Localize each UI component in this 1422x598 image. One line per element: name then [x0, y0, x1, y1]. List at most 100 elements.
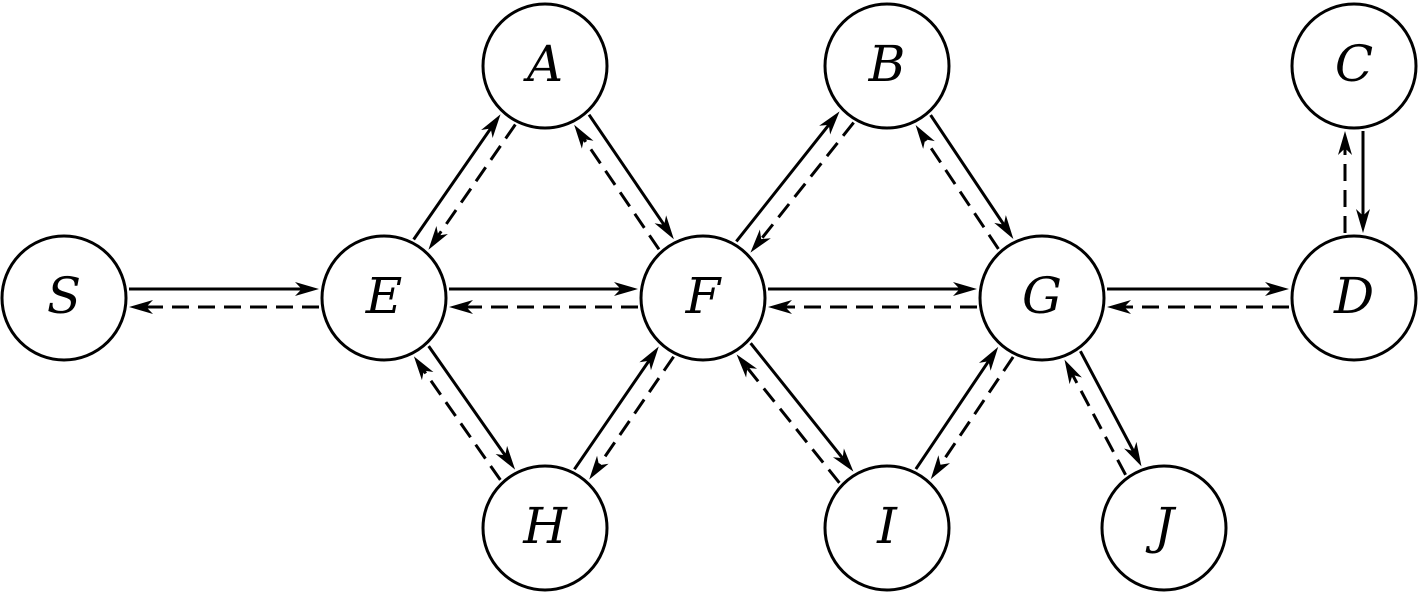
node-label-D: D	[1333, 267, 1374, 325]
arrowhead-D-G	[1107, 300, 1131, 314]
edge-E-H	[427, 345, 516, 470]
edge-line-G-J	[1079, 350, 1137, 455]
arrowhead-A-E	[428, 226, 448, 250]
node-S: S	[0, 234, 128, 362]
arrowhead-F-B	[819, 111, 840, 135]
node-label-H: H	[522, 497, 568, 555]
node-circle-J	[1100, 464, 1228, 592]
node-circle-G	[978, 234, 1106, 362]
arrowhead-G-I	[930, 455, 951, 480]
node-circle-C	[1290, 2, 1418, 130]
edge-line-G-I	[937, 356, 1015, 469]
node-label-B: B	[868, 35, 906, 93]
node-circle-E	[320, 234, 448, 362]
edge-G-B	[915, 125, 1000, 250]
edge-line-E-H	[427, 345, 509, 459]
edge-line-B-G	[929, 114, 1007, 228]
arrowhead-E-S	[129, 300, 153, 314]
edge-H-F	[573, 346, 659, 471]
node-label-E: E	[365, 267, 403, 325]
edge-B-G	[929, 114, 1014, 239]
edge-line-F-H	[596, 355, 675, 469]
edge-line-G-B	[922, 136, 1000, 250]
arrowhead-B-F	[750, 229, 771, 253]
node-D: D	[1290, 234, 1418, 362]
arrowhead-D-C	[1338, 131, 1352, 155]
arrowhead-C-D	[1356, 209, 1370, 233]
edge-J-G	[1064, 359, 1127, 476]
arrowhead-E-H	[495, 445, 516, 470]
edge-line-E-A	[412, 125, 494, 241]
edge-I-G	[914, 346, 999, 470]
edge-D-C	[1338, 131, 1352, 233]
node-C: C	[1290, 2, 1418, 130]
edge-D-G	[1107, 300, 1289, 314]
edge-line-J-G	[1069, 371, 1127, 476]
edge-line-I-F	[744, 364, 841, 484]
edge-G-D	[1107, 282, 1289, 296]
arrowhead-J-G	[1064, 359, 1082, 385]
arrowhead-G-J	[1124, 441, 1142, 467]
arrowhead-I-G	[978, 346, 999, 371]
edge-C-D	[1356, 131, 1370, 233]
edge-G-J	[1079, 350, 1142, 467]
arrowhead-G-D	[1265, 282, 1289, 296]
edge-F-B	[735, 111, 840, 243]
edge-line-F-I	[749, 342, 846, 462]
edge-line-H-F	[573, 357, 652, 471]
node-A: A	[481, 2, 609, 130]
edge-I-F	[736, 354, 841, 484]
edge-F-E	[449, 300, 638, 314]
edge-line-A-E	[435, 123, 517, 239]
arrowhead-S-E	[295, 282, 319, 296]
arrowhead-F-G	[953, 282, 977, 296]
node-label-F: F	[685, 267, 723, 325]
arrowhead-G-B	[915, 125, 935, 149]
node-circle-H	[481, 464, 609, 592]
edge-F-A	[574, 124, 661, 251]
arrowhead-I-F	[736, 354, 758, 378]
edge-E-A	[412, 114, 501, 241]
edge-E-S	[129, 300, 319, 314]
edge-E-F	[449, 282, 638, 296]
arrowhead-F-E	[449, 300, 473, 314]
edge-line-H-E	[420, 367, 502, 481]
edges-layer	[129, 111, 1370, 484]
node-E: E	[320, 234, 448, 362]
edge-S-E	[129, 282, 319, 296]
edge-line-F-A	[581, 135, 661, 251]
node-J: J	[1100, 464, 1228, 592]
node-F: F	[639, 234, 767, 362]
edge-B-F	[750, 121, 855, 253]
node-G: G	[978, 234, 1106, 362]
node-label-I: I	[876, 497, 898, 555]
edge-line-I-G	[914, 357, 992, 470]
edge-H-E	[413, 356, 502, 481]
arrowhead-H-F	[639, 346, 659, 371]
node-label-C: C	[1335, 35, 1373, 93]
node-circle-F	[639, 234, 767, 362]
node-circle-A	[481, 2, 609, 130]
arrowhead-B-G	[994, 215, 1014, 239]
edge-F-H	[589, 355, 675, 480]
edge-A-F	[587, 113, 674, 240]
edge-line-F-B	[735, 121, 832, 243]
edge-G-I	[930, 356, 1015, 480]
edge-G-F	[768, 300, 977, 314]
edge-F-G	[768, 282, 977, 296]
arrowhead-E-F	[614, 282, 638, 296]
arrowhead-G-F	[768, 300, 792, 314]
arrowhead-F-H	[589, 455, 609, 480]
arrowhead-F-I	[832, 448, 854, 472]
arrowhead-A-F	[654, 215, 674, 240]
node-circle-D	[1290, 234, 1418, 362]
arrowhead-H-E	[413, 356, 434, 381]
node-label-A: A	[523, 35, 563, 93]
node-circle-S	[0, 234, 128, 362]
node-I: I	[823, 464, 951, 592]
node-circle-B	[823, 2, 951, 130]
edge-line-B-F	[758, 121, 855, 243]
edge-F-I	[749, 342, 854, 472]
